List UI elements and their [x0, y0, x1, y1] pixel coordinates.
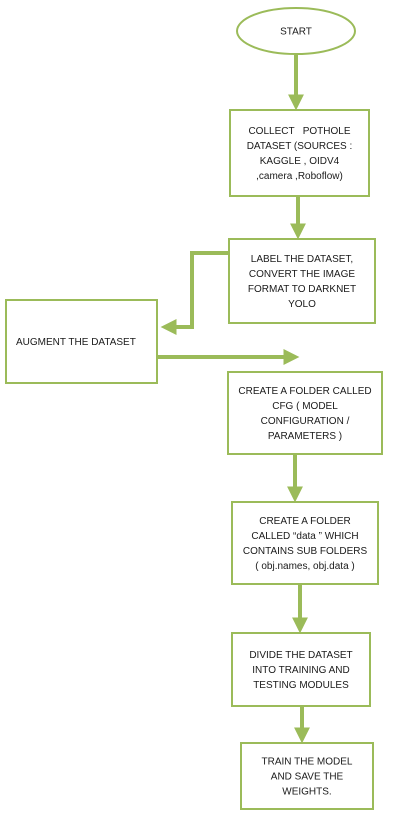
process-box-shape [5, 299, 158, 384]
process-box-shape [228, 238, 376, 324]
process-box-shape [229, 109, 370, 197]
node-label: LABEL THE DATASET, CONVERT THE IMAGE FORMA… [228, 238, 376, 324]
augment-text-line: AUGMENT THE DATASET [16, 337, 136, 348]
train-text-line: AND SAVE THE [271, 772, 344, 783]
collect-text-line: COLLECT POTHOLE [248, 126, 350, 137]
cfg-text-line: CFG ( MODEL [272, 401, 338, 412]
node-cfg: CREATE A FOLDER CALLED CFG ( MODEL CONFIGU… [227, 371, 383, 455]
process-box-shape [240, 742, 374, 810]
label-text-line: FORMAT TO DARKNET [248, 284, 356, 295]
cfg-text-line: CONFIGURATION / [261, 416, 350, 427]
data-text-line: CALLED “data ” WHICH [251, 531, 358, 542]
data-text-line: CONTAINS SUB FOLDERS [243, 546, 368, 557]
node-train: TRAIN THE MODEL AND SAVE THE WEIGHTS. [240, 742, 374, 810]
divide-text-line: DIVIDE THE DATASET [249, 650, 352, 661]
node-start: START [236, 7, 356, 55]
node-divide: DIVIDE THE DATASET INTO TRAINING AND TESTI… [231, 632, 371, 707]
data-text-line: CREATE A FOLDER [259, 516, 351, 527]
start-terminal-shape [236, 7, 356, 55]
train-text-line: TRAIN THE MODEL [262, 757, 353, 768]
arrow-label-to-augment [160, 251, 228, 335]
collect-text-line: KAGGLE , OIDV4 [260, 156, 340, 167]
collect-text-line: ,camera ,Roboflow) [256, 171, 343, 182]
divide-text-line: TESTING MODULES [253, 680, 349, 691]
process-box-shape [227, 371, 383, 455]
collect-text-line: DATASET (SOURCES : [247, 141, 353, 152]
node-augment: AUGMENT THE DATASET [5, 299, 158, 384]
label-text-line: CONVERT THE IMAGE [249, 269, 355, 280]
label-text-line: LABEL THE DATASET, [251, 254, 353, 265]
data-text-line: ( obj.names, obj.data ) [255, 561, 355, 572]
cfg-text-line: CREATE A FOLDER CALLED [238, 386, 371, 397]
start-text-line: START [280, 27, 312, 38]
process-box-shape [231, 632, 371, 707]
nodes: START COLLECT POTHOLE DATASET (SOURCES : KA… [5, 7, 383, 810]
connectors [157, 55, 310, 744]
divide-text-line: INTO TRAINING AND [252, 665, 349, 676]
cfg-text-line: PARAMETERS ) [268, 431, 342, 442]
train-text-line: WEIGHTS. [282, 787, 331, 798]
node-collect: COLLECT POTHOLE DATASET (SOURCES : KAGGLE … [229, 109, 370, 197]
process-box-shape [231, 501, 379, 585]
label-text-line: YOLO [288, 299, 316, 310]
node-data: CREATE A FOLDER CALLED “data ” WHICH CONTA… [231, 501, 379, 585]
